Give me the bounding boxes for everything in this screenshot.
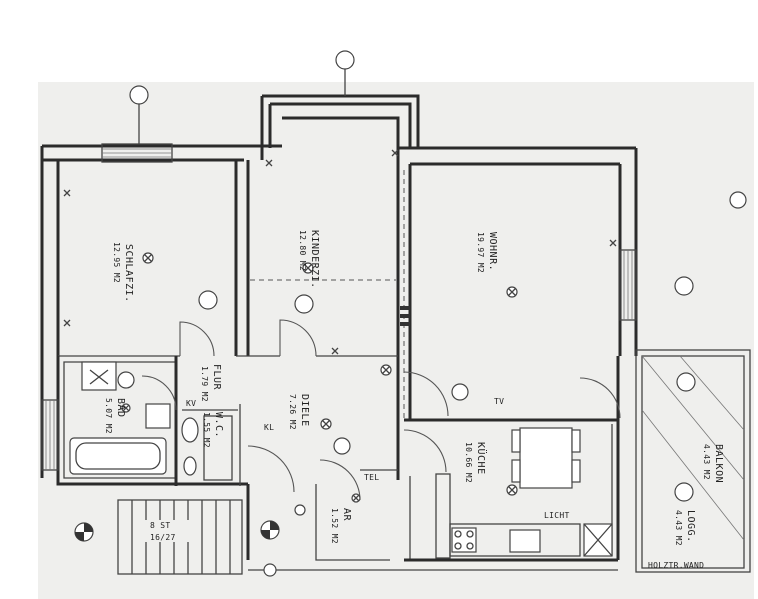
label-kl: KL [264,423,274,432]
kitchen-fixtures [435,427,613,559]
balcony [635,349,751,573]
room-area-flur: 1.79 M2 [200,366,209,402]
room-area-bad: 5.07 M2 [104,398,113,434]
room-name-wohnr: WOHNR. [487,232,498,271]
room-area-logg: 4.43 M2 [674,510,683,546]
room-name-ar: AR [341,508,352,522]
stairs-dims: 16/27 [150,533,176,542]
room-name-logg: LOGG. [685,510,696,543]
light-markers [121,252,518,503]
room-area-wc: 1.55 M2 [202,412,211,448]
wall-note: HOLZTR.WAND [648,561,704,570]
stairs-label: 8 ST [150,521,170,530]
washbasin [81,361,117,391]
counter [435,473,451,559]
dining-table [519,427,573,489]
bathtub [69,437,167,475]
room-name-diele: DIELE [299,394,310,427]
room-area-wohnr: 19.97 M2 [476,232,485,273]
sink [509,529,541,553]
room-name-balkon: BALKON [713,444,724,483]
socket-marks [63,149,617,355]
label-licht: LICHT [544,511,570,520]
room-name-kinderzi: KINDERZI. [309,230,320,289]
toilet [181,417,199,443]
room-area-kueche: 10.66 M2 [464,442,473,483]
label-kv: KV [186,399,196,408]
room-area-ar: 1.52 M2 [330,508,339,544]
doors [141,319,621,501]
bathroom-fixtures [69,361,233,481]
room-area-kinderzi: 12.80 M2 [298,230,307,271]
room-name-flur: FLUR [211,364,222,391]
room-name-schlafzi: SCHLAFZI. [123,244,134,303]
windows [41,143,637,471]
stairs [117,499,243,575]
room-name-kueche: KÜCHE [475,442,488,475]
room-name-bad: BAD [115,398,126,418]
shower-tray [145,403,171,429]
label-tel: TEL [364,473,379,482]
room-area-schlafzi: 12.95 M2 [112,242,121,283]
label-tv: TV [494,397,504,406]
room-area-balkon: 4.43 M2 [702,444,711,480]
room-name-wc: W.C. [213,412,224,438]
reference-circles [117,50,747,577]
room-labels: SCHLAFZI. 12.95 M2 KINDERZI. 12.80 M2 WO… [104,230,724,546]
annotations: 8 ST 16/27 HOLZTR.WAND TV KL KV TEL LICH… [150,397,704,570]
room-area-diele: 7.26 M2 [288,394,297,430]
survey-markers [74,520,280,542]
